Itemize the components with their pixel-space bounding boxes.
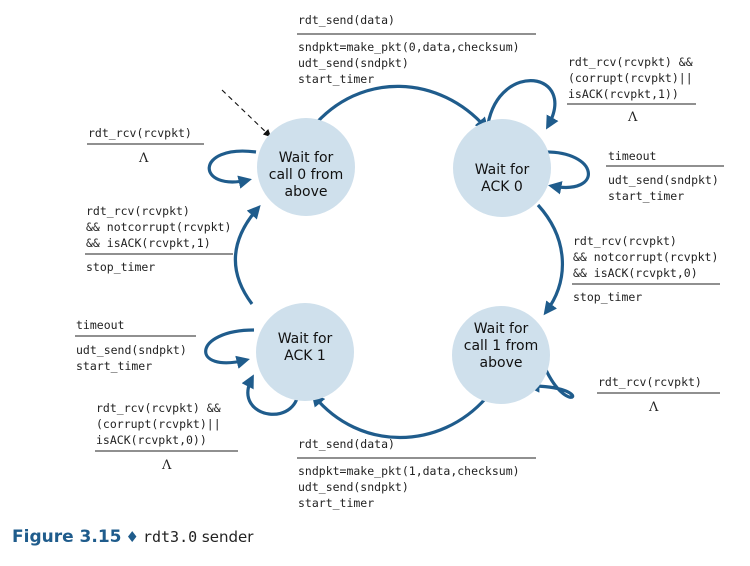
- lambda-symbol: Λ: [648, 400, 659, 415]
- lambda-symbol: Λ: [161, 458, 172, 473]
- state-label-line: above: [480, 355, 523, 371]
- event-text: rdt_send(data): [298, 13, 395, 27]
- event-text: (corrupt(rcvpkt)||: [96, 417, 221, 431]
- selfloop-call0: [207, 149, 257, 189]
- edge-call1-to-ack1: [311, 392, 488, 439]
- state-label-line: Wait for: [475, 162, 530, 178]
- transition-ack0-timeout-label: timeout udt_send(sndpkt) start_timer: [606, 149, 724, 203]
- action-text: start_timer: [298, 72, 374, 86]
- event-text: rdt_rcv(rcvpkt): [86, 204, 190, 218]
- edge-ack1-to-call0: [233, 204, 261, 305]
- event-text: rdt_rcv(rcvpkt): [88, 126, 192, 140]
- action-text: stop_timer: [86, 260, 155, 274]
- event-text: && notcorrupt(rcvpkt): [573, 250, 718, 264]
- event-text: (corrupt(rcvpkt)||: [568, 71, 693, 85]
- event-text: timeout: [76, 318, 124, 332]
- transition-top-label: rdt_send(data) sndpkt=make_pkt(0,data,ch…: [297, 13, 536, 86]
- event-text: rdt_rcv(rcvpkt): [598, 375, 702, 389]
- event-text: isACK(rcvpkt,1)): [568, 87, 679, 101]
- state-label-line: Wait for: [278, 331, 333, 347]
- event-text: && isACK(rcvpkt,1): [86, 236, 211, 250]
- state-wait-ack1: Wait for ACK 1: [256, 303, 354, 401]
- initial-state-arrow: [221, 89, 272, 138]
- figure-caption: Figure 3.15♦rdt3.0 sender: [12, 527, 253, 547]
- transition-ack0-self-label: rdt_rcv(rcvpkt) && (corrupt(rcvpkt)|| is…: [567, 55, 696, 125]
- caption-code: rdt3.0: [142, 528, 198, 546]
- action-text: udt_send(sndpkt): [608, 173, 719, 187]
- transition-bottom-label: rdt_send(data) sndpkt=make_pkt(1,data,ch…: [297, 437, 536, 510]
- state-label-line: call 0 from: [269, 167, 343, 183]
- lambda-symbol: Λ: [138, 151, 149, 166]
- transition-ack1-timeout-label: timeout udt_send(sndpkt) start_timer: [75, 318, 196, 373]
- action-text: sndpkt=make_pkt(0,data,checksum): [298, 40, 520, 54]
- edge-call0-to-ack0: [310, 84, 489, 132]
- caption-text: sender: [197, 528, 254, 546]
- state-label-line: call 1 from: [464, 338, 538, 354]
- transition-ack1-self-label: rdt_rcv(rcvpkt) && (corrupt(rcvpkt)|| is…: [95, 401, 238, 473]
- event-text: && notcorrupt(rcvpkt): [86, 220, 231, 234]
- action-text: udt_send(sndpkt): [298, 480, 409, 494]
- event-text: rdt_rcv(rcvpkt): [573, 234, 677, 248]
- figure-number: Figure 3.15: [12, 527, 122, 547]
- caption-separator: ♦: [125, 528, 139, 546]
- transition-right-label: rdt_rcv(rcvpkt) && notcorrupt(rcvpkt) &&…: [572, 234, 720, 304]
- event-text: timeout: [608, 149, 656, 163]
- action-text: start_timer: [298, 496, 374, 510]
- event-text: && isACK(rcvpkt,0): [573, 266, 698, 280]
- action-text: sndpkt=make_pkt(1,data,checksum): [298, 464, 520, 478]
- selfloop-ack1-timeout: [204, 328, 255, 369]
- state-wait-call0: Wait for call 0 from above: [257, 118, 355, 216]
- state-wait-ack0: Wait for ACK 0: [453, 119, 551, 217]
- selfloop-ack0-top: [486, 79, 559, 130]
- action-text: udt_send(sndpkt): [298, 56, 409, 70]
- state-label-line: ACK 0: [481, 179, 523, 195]
- transition-call1-self-label: rdt_rcv(rcvpkt) Λ: [597, 375, 720, 415]
- action-text: stop_timer: [573, 290, 642, 304]
- action-text: start_timer: [608, 189, 684, 203]
- lambda-symbol: Λ: [627, 110, 638, 125]
- state-label-line: above: [285, 184, 328, 200]
- event-text: rdt_rcv(rcvpkt) &&: [568, 55, 693, 69]
- state-label-line: Wait for: [279, 150, 334, 166]
- action-text: start_timer: [76, 359, 152, 373]
- fsm-diagram: Wait for call 0 from above Wait for ACK …: [75, 13, 724, 510]
- event-text: isACK(rcvpkt,0)): [96, 433, 207, 447]
- selfloop-ack0-timeout: [541, 150, 590, 195]
- transition-call0-self-label: rdt_rcv(rcvpkt) Λ: [87, 126, 204, 166]
- event-text: rdt_rcv(rcvpkt) &&: [96, 401, 221, 415]
- edge-ack0-to-call1: [536, 203, 564, 316]
- selfloop-call1: [525, 369, 575, 399]
- transition-left-label: rdt_rcv(rcvpkt) && notcorrupt(rcvpkt) &&…: [85, 204, 233, 274]
- event-text: rdt_send(data): [298, 437, 395, 451]
- state-label-line: ACK 1: [284, 348, 326, 364]
- state-label-line: Wait for: [474, 321, 529, 337]
- state-wait-call1: Wait for call 1 from above: [452, 306, 550, 404]
- action-text: udt_send(sndpkt): [76, 343, 187, 357]
